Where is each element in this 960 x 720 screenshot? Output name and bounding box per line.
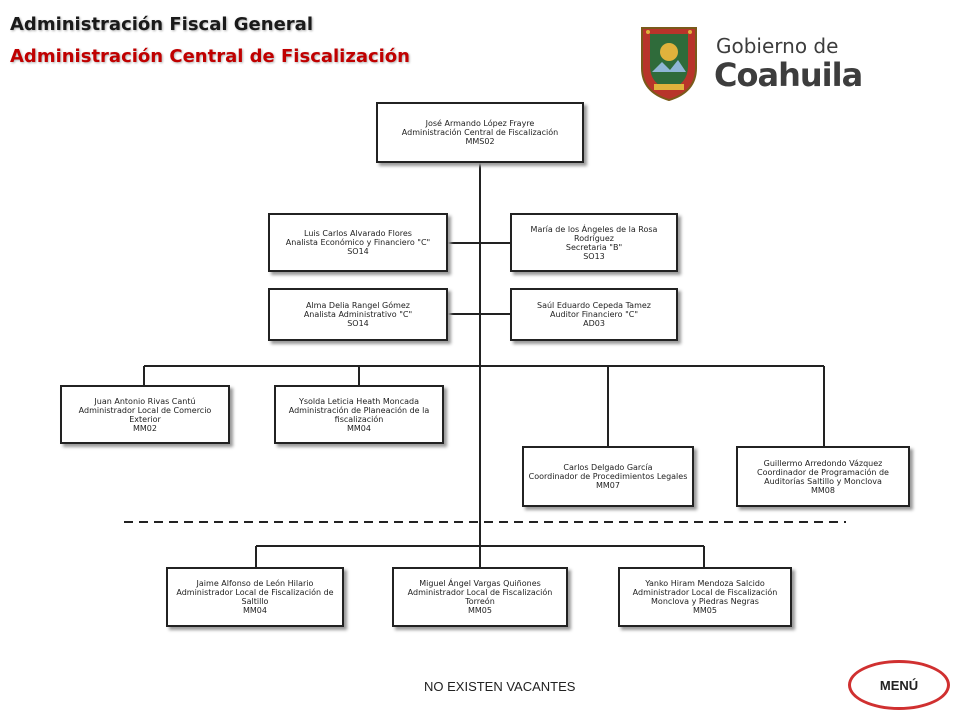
node-role: Administrador Local de Fiscalización de … [176,588,334,606]
node-name: Ysolda Leticia Heath Moncada [298,396,420,406]
node-role: Auditor Financiero "C" [549,310,639,319]
node-role: Administrador Local de Fiscalización Mon… [632,588,778,606]
logo-text-coahuila: Coahuila [714,56,863,94]
node-name: Alma Delia Rangel Gómez [305,301,411,310]
node-name: Guillermo Arredondo Vázquez [763,458,883,468]
vacancies-notice: NO EXISTEN VACANTES [424,679,576,694]
org-node-level2-4: Guillermo Arredondo Vázquez Coordinador … [736,446,910,507]
node-code: SO14 [347,319,369,328]
node-code: MM05 [693,606,717,615]
node-role: Secretaria "B" [565,242,623,252]
node-code: MMS02 [465,137,495,146]
org-node-level2-1: Juan Antonio Rivas Cantú Administrador L… [60,385,230,444]
org-node-level3-3: Yanko Hiram Mendoza Salcido Administrado… [618,567,792,627]
node-code: MM05 [468,606,492,615]
org-node-staff-left-1: Luis Carlos Alvarado Flores Analista Eco… [268,213,448,272]
node-name: Saúl Eduardo Cepeda Tamez [537,301,651,310]
org-node-staff-right-1: María de los Ángeles de la Rosa Rodrígue… [510,213,678,272]
org-node-level2-3: Carlos Delgado García Coordinador de Pro… [522,446,694,507]
node-code: MM04 [243,606,267,615]
node-role: Administración de Planeación de la fisca… [288,405,430,424]
org-node-level3-1: Jaime Alfonso de León Hilario Administra… [166,567,344,627]
org-node-staff-right-2: Saúl Eduardo Cepeda Tamez Auditor Financ… [510,288,678,341]
node-role: Administración Central de Fiscalización [401,128,559,137]
coahuila-logo: Gobierno de Coahuila [606,14,884,128]
node-code: AD03 [583,319,605,328]
node-code: MM07 [596,481,620,490]
org-node-head: José Armando López Frayre Administración… [376,102,584,163]
page-subtitle: Administración Central de Fiscalización [10,46,410,67]
node-code: MM08 [811,485,835,495]
node-role: Analista Administrativo "C" [303,310,413,319]
node-code: SO13 [583,251,605,261]
page-title: Administración Fiscal General [10,14,313,35]
node-role: Analista Económico y Financiero "C" [285,238,431,247]
node-name: Luis Carlos Alvarado Flores [304,229,412,238]
node-name: Jaime Alfonso de León Hilario [196,579,314,588]
node-name: Juan Antonio Rivas Cantú [94,396,196,406]
node-name: María de los Ángeles de la Rosa Rodrígue… [530,224,658,243]
coat-of-arms-icon [641,27,697,102]
node-role: Administrador Local de Comercio Exterior [78,405,212,424]
node-name: Carlos Delgado García [563,463,653,472]
node-code: SO14 [347,247,369,256]
node-code: MM04 [347,423,371,433]
node-role: Coordinador de Procedimientos Legales [528,472,688,481]
node-name: Yanko Hiram Mendoza Salcido [645,579,765,588]
node-name: José Armando López Frayre [425,119,535,128]
node-role: Administrador Local de Fiscalización Tor… [407,588,553,606]
node-role: Coordinador de Programación de Auditoría… [757,467,889,486]
node-code: MM02 [133,423,157,433]
org-node-level3-2: Miguel Ángel Vargas Quiñones Administrad… [392,567,568,627]
node-name: Miguel Ángel Vargas Quiñones [419,579,541,588]
menu-button[interactable]: MENÚ [848,660,950,710]
org-node-level2-2: Ysolda Leticia Heath Moncada Administrac… [274,385,444,444]
org-node-staff-left-2: Alma Delia Rangel Gómez Analista Adminis… [268,288,448,341]
logo-text-gobierno: Gobierno de [716,34,839,58]
